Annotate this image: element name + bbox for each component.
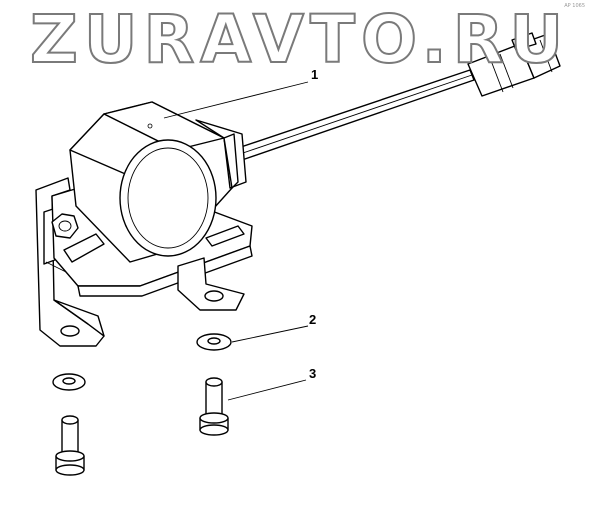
leader-line-2 [231,325,309,343]
plate-nut [51,213,79,239]
callout-3: 3 [309,366,317,381]
corner-mark: AP 1065 [564,3,585,9]
callout-1: 1 [311,67,319,82]
leader-line-3 [227,379,307,401]
sensor-face [119,139,217,257]
left-bolt [55,415,85,476]
cable-connector [467,32,561,97]
right-bolt [199,377,229,436]
watermark-text: ZURAVTO.RU [29,0,570,79]
right-bracket-foot [177,257,245,311]
right-foot-hole [204,290,224,302]
sensor-vent-dot [147,123,153,129]
sensor-housing [69,101,247,263]
right-washer [196,333,232,351]
callout-2: 2 [309,312,317,327]
sensor-cable [237,69,475,161]
left-foot-hole [60,325,80,337]
left-washer [52,373,86,391]
leader-line-1 [163,81,309,119]
